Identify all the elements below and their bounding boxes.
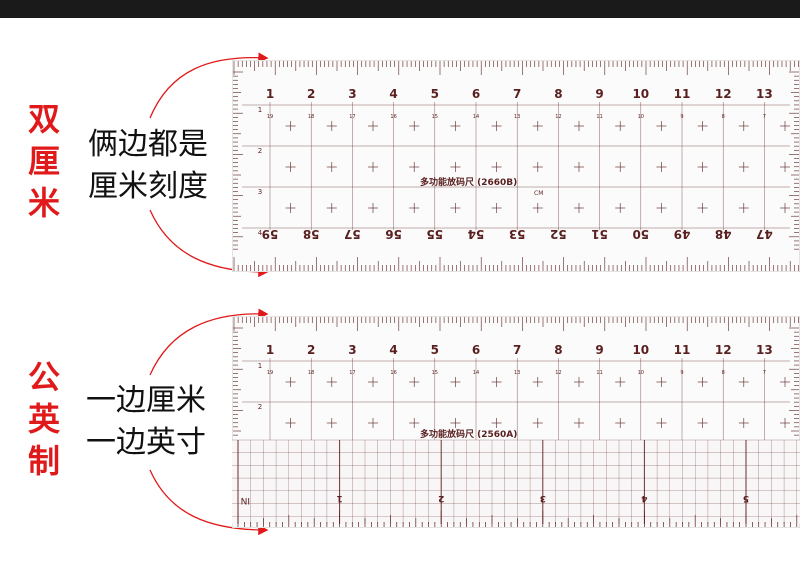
- metric-imperial-description: 一边厘米 一边英寸: [86, 380, 206, 464]
- bottom-number: 49: [674, 227, 691, 241]
- bottom-number: 57: [344, 227, 361, 241]
- ruler-model-text: 多功能放码尺 (2660B): [420, 176, 517, 188]
- inch-number: 5: [743, 493, 749, 503]
- arrow-top-1: [149, 52, 269, 119]
- top-number: 1: [266, 343, 274, 357]
- top-number: 5: [431, 87, 439, 101]
- top-number: 4: [389, 87, 397, 101]
- cm-mark: CM: [534, 190, 543, 197]
- bottom-number: 50: [632, 227, 649, 241]
- bottom-number: 54: [468, 227, 485, 241]
- ruler-ticks: 1234567891011121311918171615141312111098…: [232, 317, 800, 527]
- top-number: 6: [472, 343, 480, 357]
- top-number: 7: [513, 343, 521, 357]
- top-number: 1: [266, 87, 274, 101]
- inch-label: IN: [241, 495, 250, 505]
- top-number: 11: [674, 87, 691, 101]
- desc-line: 俩边都是: [88, 127, 208, 162]
- top-number: 2: [307, 87, 315, 101]
- top-number: 2: [307, 343, 315, 357]
- dual-cm-label: 双 厘 米: [22, 98, 66, 224]
- top-bar: [0, 0, 800, 18]
- top-number: 6: [472, 87, 480, 101]
- ruler-cm-inch: 1234567891011121311918171615141312111098…: [232, 316, 800, 528]
- side-number: 3: [258, 188, 262, 196]
- label-char: 厘: [27, 142, 60, 180]
- side-number: 1: [258, 362, 262, 370]
- top-number: 13: [756, 343, 773, 357]
- inch-area: [232, 440, 800, 524]
- top-number: 8: [554, 87, 562, 101]
- label-char: 双: [27, 100, 60, 138]
- desc-line: 一边英寸: [86, 425, 206, 460]
- top-number: 13: [756, 87, 773, 101]
- inch-number: 2: [438, 493, 444, 503]
- bottom-number: 52: [550, 227, 567, 241]
- arrow-top-2: [149, 308, 269, 376]
- side-number: 4: [258, 229, 263, 237]
- bottom-number: 56: [385, 227, 402, 241]
- top-number: 9: [595, 343, 603, 357]
- desc-line: 厘米刻度: [88, 169, 208, 204]
- side-number: 1: [258, 106, 262, 114]
- top-number: 4: [389, 343, 397, 357]
- ruler-model-text: 多功能放码尺 (2560A): [420, 428, 517, 440]
- top-number: 12: [715, 87, 732, 101]
- bottom-number: 47: [756, 227, 773, 241]
- ruler-dual-cm: 1234567891011121311918171615141312111098…: [232, 60, 800, 272]
- top-number: 9: [595, 87, 603, 101]
- top-number: 10: [632, 343, 649, 357]
- bottom-number: 51: [591, 227, 608, 241]
- top-number: 11: [674, 343, 691, 357]
- bottom-number: 59: [262, 227, 279, 241]
- top-number: 3: [348, 343, 356, 357]
- metric-imperial-label: 公 英 制: [22, 356, 66, 482]
- bottom-number: 53: [509, 227, 526, 241]
- top-number: 12: [715, 343, 732, 357]
- ruler-ticks: 1234567891011121311918171615141312111098…: [233, 61, 799, 271]
- side-number: 2: [258, 403, 262, 411]
- bottom-number: 48: [715, 227, 732, 241]
- inch-number: 4: [641, 493, 647, 503]
- bottom-number: 58: [303, 227, 320, 241]
- top-number: 8: [554, 343, 562, 357]
- top-number: 10: [632, 87, 649, 101]
- inch-number: 3: [540, 493, 546, 503]
- top-number: 5: [431, 343, 439, 357]
- top-number: 7: [513, 87, 521, 101]
- top-number: 3: [348, 87, 356, 101]
- dual-cm-description: 俩边都是 厘米刻度: [88, 124, 208, 208]
- label-char: 米: [27, 184, 60, 222]
- label-char: 公: [27, 358, 60, 396]
- arrow-bottom-2: [149, 469, 269, 536]
- inch-number: 1: [336, 493, 342, 503]
- label-char: 制: [27, 442, 60, 480]
- bottom-number: 55: [426, 227, 443, 241]
- label-char: 英: [27, 400, 60, 438]
- desc-line: 一边厘米: [86, 383, 206, 418]
- side-number: 2: [258, 147, 262, 155]
